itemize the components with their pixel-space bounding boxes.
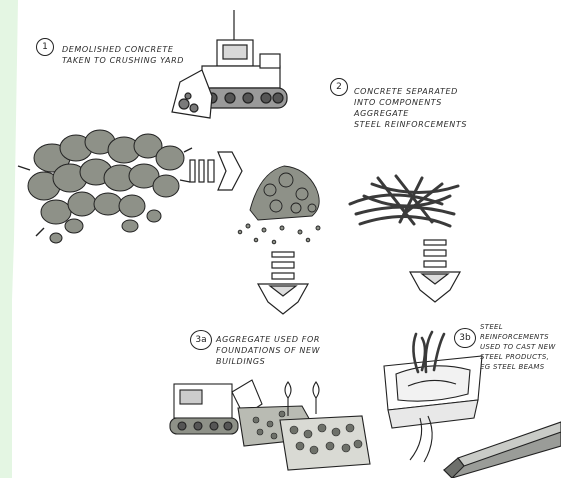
diagram-sheet: 1 DEMOLISHED CONCRETE TAKEN TO CRUSHING … bbox=[12, 0, 561, 478]
diagram-artwork bbox=[12, 0, 561, 478]
step-3b-line-5: eg STEEL BEAMS bbox=[480, 362, 556, 372]
step-2-line-1: CONCRETE SEPARATED bbox=[354, 86, 467, 97]
step-3a-line-1: AGGREGATE USED FOR bbox=[216, 334, 320, 345]
step-3b-line-2: REINFORCEMENTS bbox=[480, 332, 556, 342]
step-2-caption: CONCRETE SEPARATED INTO COMPONENTS AGGRE… bbox=[354, 86, 467, 130]
step-3a-caption: AGGREGATE USED FOR FOUNDATIONS OF NEW BU… bbox=[216, 334, 320, 367]
step-3b-badge: 3b bbox=[454, 328, 476, 348]
step-3a-line-2: FOUNDATIONS OF NEW bbox=[216, 345, 320, 356]
step-2-line-3: AGGREGATE bbox=[354, 108, 467, 119]
step-1-line-2: TAKEN TO CRUSHING YARD bbox=[62, 55, 184, 66]
step-3b-line-1: STEEL bbox=[480, 322, 556, 332]
step-3b-line-4: STEEL PRODUCTS, bbox=[480, 352, 556, 362]
step-1-badge: 1 bbox=[36, 38, 54, 56]
step-1-line-1: DEMOLISHED CONCRETE bbox=[62, 44, 184, 55]
step-2-badge: 2 bbox=[330, 78, 348, 96]
step-3a-badge: 3a bbox=[190, 330, 212, 350]
step-3a-line-3: BUILDINGS bbox=[216, 356, 320, 367]
step-3b-line-3: USED TO CAST NEW bbox=[480, 342, 556, 352]
step-3b-caption: STEEL REINFORCEMENTS USED TO CAST NEW ST… bbox=[480, 322, 556, 372]
step-2-line-4: STEEL REINFORCEMENTS bbox=[354, 119, 467, 130]
step-2-line-2: INTO COMPONENTS bbox=[354, 97, 467, 108]
step-1-caption: DEMOLISHED CONCRETE TAKEN TO CRUSHING YA… bbox=[62, 44, 184, 66]
